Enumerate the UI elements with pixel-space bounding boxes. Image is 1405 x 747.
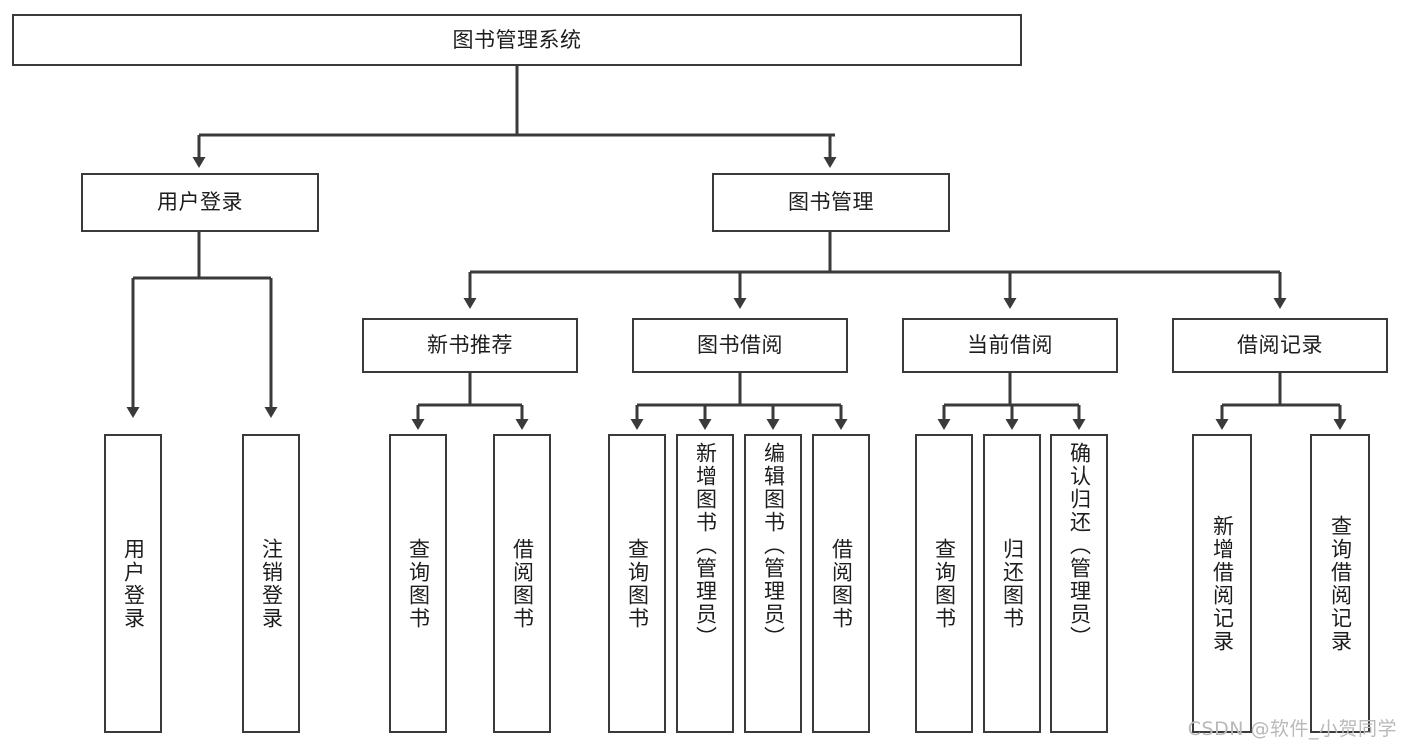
node-leaf-confirm-return-label: 确认归还（管理员） <box>1067 442 1092 649</box>
node-leaf-edit-book-label: 编辑图书（管理员） <box>761 442 786 649</box>
node-leaf-user-logout-label: 注销登录 <box>259 537 284 630</box>
node-leaf-user-login[interactable]: 用户登录 <box>104 434 162 733</box>
node-leaf-add-record[interactable]: 新增借阅记录 <box>1192 434 1252 733</box>
node-leaf-return-book-label: 归还图书 <box>1000 537 1025 630</box>
node-leaf-query-book-3-label: 查询图书 <box>932 537 957 630</box>
node-book-manage-label: 图书管理 <box>788 190 874 215</box>
node-root[interactable]: 图书管理系统 <box>12 14 1022 66</box>
node-leaf-query-book-2-label: 查询图书 <box>625 537 650 630</box>
node-leaf-return-book[interactable]: 归还图书 <box>983 434 1041 733</box>
node-leaf-borrow-book-2-label: 借阅图书 <box>829 537 854 630</box>
node-new-book-recommend-label: 新书推荐 <box>427 333 513 358</box>
node-leaf-borrow-book-1-label: 借阅图书 <box>510 537 535 630</box>
node-leaf-query-record[interactable]: 查询借阅记录 <box>1310 434 1370 733</box>
node-current-borrow[interactable]: 当前借阅 <box>902 318 1118 373</box>
node-leaf-query-book-2[interactable]: 查询图书 <box>608 434 666 733</box>
node-user-login[interactable]: 用户登录 <box>81 173 319 232</box>
node-leaf-borrow-book-1[interactable]: 借阅图书 <box>493 434 551 733</box>
node-leaf-query-book-1-label: 查询图书 <box>406 537 431 630</box>
node-borrow-record-label: 借阅记录 <box>1237 333 1323 358</box>
node-leaf-add-book[interactable]: 新增图书（管理员） <box>676 434 734 733</box>
node-leaf-query-record-label: 查询借阅记录 <box>1328 514 1353 653</box>
node-book-manage[interactable]: 图书管理 <box>712 173 950 232</box>
node-current-borrow-label: 当前借阅 <box>967 333 1053 358</box>
node-book-borrow-label: 图书借阅 <box>697 333 783 358</box>
watermark: CSDN @软件_小贺同学 <box>1187 718 1397 740</box>
node-book-borrow[interactable]: 图书借阅 <box>632 318 848 373</box>
node-leaf-edit-book[interactable]: 编辑图书（管理员） <box>744 434 802 733</box>
node-leaf-query-book-3[interactable]: 查询图书 <box>915 434 973 733</box>
node-leaf-add-record-label: 新增借阅记录 <box>1210 514 1235 653</box>
node-new-book-recommend[interactable]: 新书推荐 <box>362 318 578 373</box>
node-user-login-label: 用户登录 <box>157 190 243 215</box>
node-leaf-user-login-label: 用户登录 <box>121 537 146 630</box>
node-leaf-user-logout[interactable]: 注销登录 <box>242 434 300 733</box>
node-borrow-record[interactable]: 借阅记录 <box>1172 318 1388 373</box>
node-leaf-confirm-return[interactable]: 确认归还（管理员） <box>1050 434 1108 733</box>
node-leaf-query-book-1[interactable]: 查询图书 <box>389 434 447 733</box>
node-root-label: 图书管理系统 <box>452 27 582 52</box>
node-leaf-add-book-label: 新增图书（管理员） <box>693 442 718 649</box>
node-leaf-borrow-book-2[interactable]: 借阅图书 <box>812 434 870 733</box>
